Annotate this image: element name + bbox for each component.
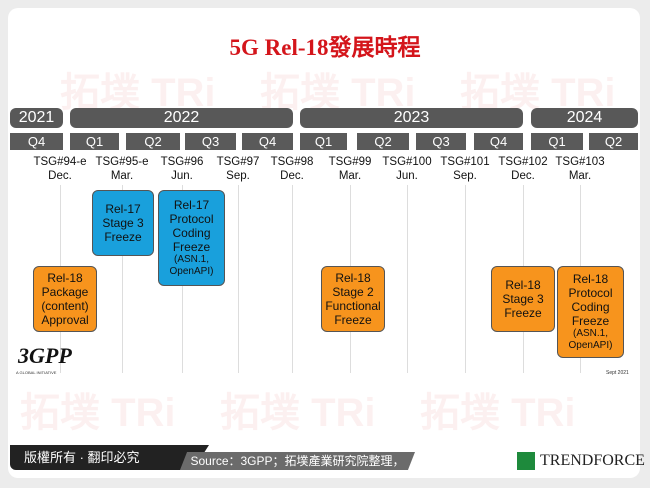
line: Protocol [568, 286, 613, 300]
tsg-month: Jun. [396, 170, 418, 182]
line: Rel-18 [47, 271, 83, 285]
line: (content) [41, 299, 89, 313]
line: Package [41, 285, 89, 299]
line: Rel-17 [173, 198, 210, 212]
tsg-name: TSG#94-e [33, 156, 87, 168]
line: Stage 2 [332, 285, 374, 299]
page-title: 5G Rel-18發展時程 [229, 35, 421, 60]
tsg-name: TSG#99 [328, 156, 372, 168]
line: Freeze [504, 306, 542, 320]
timeline-gridline [122, 185, 123, 373]
note: OpenAPI) [169, 266, 214, 277]
quarter-label: Q1 [531, 133, 583, 150]
timeline-gridline [292, 185, 293, 373]
quarter-label: Q3 [416, 133, 466, 150]
year-2023: 2023 [300, 108, 523, 128]
copyright: 版權所有 · 翻印必究 [10, 445, 209, 470]
line: Rel-17 [105, 202, 141, 216]
quarter-label: Q2 [126, 133, 180, 150]
tsg-name: TSG#95-e [95, 156, 149, 168]
trendforce-brand: TRENDFORCE [540, 452, 645, 469]
line: Functional [325, 299, 381, 313]
timeline-gridline [465, 185, 466, 373]
tsg-month: Sep. [226, 170, 250, 182]
watermark: 拓墣 TRi 拓墣 TRi 拓墣 TRi [20, 391, 576, 435]
line: Stage 3 [502, 292, 544, 306]
timeline-gridline [407, 185, 408, 373]
year-2022: 2022 [70, 108, 293, 128]
tsg-month: Mar. [568, 170, 592, 182]
source: Source：3GPP；拓墣產業研究院整理，2021/12 [180, 452, 415, 470]
line: Rel-18 [505, 278, 541, 292]
line: Freeze [334, 313, 372, 327]
line: Freeze [571, 314, 610, 328]
tsg-month: Dec. [511, 170, 535, 182]
3gpp-logo: 3GPP [18, 343, 72, 368]
note: OpenAPI) [568, 340, 613, 351]
line: Coding [172, 226, 211, 240]
line: Approval [41, 313, 89, 327]
tsg-month: Dec. [280, 170, 304, 182]
quarter-label: Q4 [242, 133, 293, 150]
line: Freeze [104, 230, 142, 244]
line: Freeze [172, 240, 211, 254]
tsg-name: TSG#98 [270, 156, 314, 168]
tsg-month: Sep. [453, 170, 477, 182]
tsg-name: TSG#102 [498, 156, 548, 168]
line: Rel-18 [572, 272, 609, 286]
tsg-month: Mar. [110, 170, 134, 182]
quarter-label: Q3 [185, 133, 236, 150]
quarter-label: Q1 [300, 133, 347, 150]
year-2021: 2021 [10, 108, 63, 128]
note: (ASN.1, [572, 328, 608, 339]
line: Protocol [169, 212, 214, 226]
tsg-month: Dec. [48, 170, 72, 182]
line: Rel-18 [335, 271, 371, 285]
quarter-label: Q1 [70, 133, 119, 150]
year-2024: 2024 [531, 108, 638, 128]
quarter-label: Q4 [474, 133, 523, 150]
line: Coding [571, 300, 610, 314]
tsg-month: Mar. [338, 170, 362, 182]
tsg-name: TSG#103 [555, 156, 605, 168]
tsg-name: TSG#100 [382, 156, 432, 168]
quarter-label: Q4 [10, 133, 63, 150]
tsg-month: Jun. [171, 170, 193, 182]
quarter-label: Q2 [589, 133, 638, 150]
tsg-name: TSG#101 [440, 156, 490, 168]
date-note: Sept 2021 [606, 370, 629, 376]
timeline-gridline [238, 185, 239, 373]
line: Stage 3 [102, 216, 144, 230]
watermark: 拓墣 TRi 拓墣 TRi 拓墣 TRi [60, 71, 616, 115]
tsg-name: TSG#96 [160, 156, 204, 168]
note: (ASN.1, [173, 254, 209, 265]
3gpp-tagline: A GLOBAL INITIATIVE [16, 370, 57, 375]
quarter-label: Q2 [357, 133, 409, 150]
tsg-name: TSG#97 [216, 156, 260, 168]
trendforce-logo-icon [517, 452, 535, 470]
